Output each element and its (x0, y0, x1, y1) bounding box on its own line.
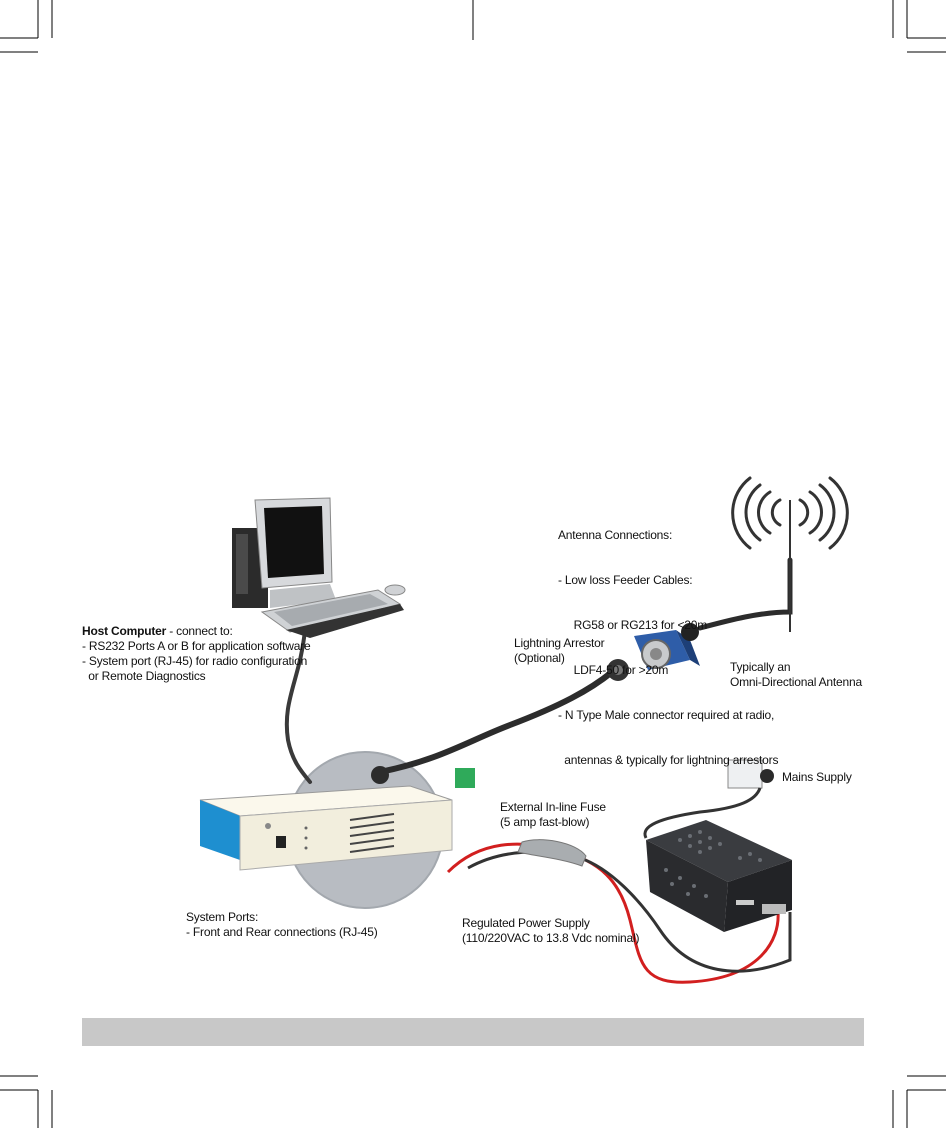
arrestor-antenna-cable (697, 557, 793, 631)
antenna-waves-icon (731, 476, 849, 550)
power-supply-icon (646, 820, 792, 932)
footer-bar (82, 1018, 864, 1046)
host-computer-title: Host Computer (82, 624, 167, 638)
mains-cable (643, 787, 762, 839)
lightning-arrestor-icon (607, 623, 700, 681)
antenna-line: Omni-Directional Antenna (730, 675, 862, 689)
antenna-feeder-cable (377, 669, 615, 775)
mains-supply-label: Mains Supply (782, 770, 852, 784)
host-computer-line: - System port (RJ-45) for radio configur… (82, 654, 308, 668)
host-computer-line: - RS232 Ports A or B for application sof… (82, 639, 311, 653)
host-computer-label: Host Computer - connect to: - RS232 Port… (82, 624, 311, 684)
system-ports-label: System Ports: - Front and Rear connectio… (186, 910, 378, 940)
fuse-line: External In-line Fuse (500, 800, 606, 814)
antenna-connections-line: antennas & typically for lightning arres… (558, 753, 779, 767)
power-cable-red (446, 842, 780, 984)
antenna-connections-line: - N Type Male connector required at radi… (558, 708, 775, 722)
fuse-line: (5 amp fast-blow) (500, 815, 590, 829)
host-computer-icon (232, 497, 406, 638)
antenna-connections-line: - Low loss Feeder Cables: (558, 573, 693, 587)
antenna-connections-label: Antenna Connections: - Low loss Feeder C… (558, 498, 778, 783)
power-supply-line: (110/220VAC to 13.8 Vdc nominal) (462, 931, 640, 945)
power-supply-line: Regulated Power Supply (462, 916, 590, 930)
mains-socket-icon (727, 759, 774, 789)
lightning-arrestor-line: (Optional) (514, 651, 565, 665)
antenna-connections-line: LDF4-50 for >20m (558, 663, 669, 677)
host-computer-title-suffix: - connect to: (166, 624, 233, 638)
power-supply-label: Regulated Power Supply (110/220VAC to 13… (462, 916, 639, 946)
computer-cable (284, 628, 312, 784)
antenna-connections-line: RG58 or RG213 for <20m (558, 618, 708, 632)
inline-fuse-icon (517, 839, 587, 867)
system-ports-line: - Front and Rear connections (RJ-45) (186, 925, 378, 939)
lightning-arrestor-line: Lightning Arrestor (514, 636, 605, 650)
antenna-line: Typically an (730, 660, 791, 674)
lightning-arrestor-label: Lightning Arrestor (Optional) (514, 636, 605, 666)
antenna-label: Typically an Omni-Directional Antenna (730, 660, 862, 690)
antenna-connections-line: Antenna Connections: (558, 528, 673, 542)
host-computer-line: or Remote Diagnostics (82, 669, 206, 683)
fuse-label: External In-line Fuse (5 amp fast-blow) (500, 800, 606, 830)
system-ports-line: System Ports: (186, 910, 259, 924)
radio-unit-icon (199, 766, 475, 871)
